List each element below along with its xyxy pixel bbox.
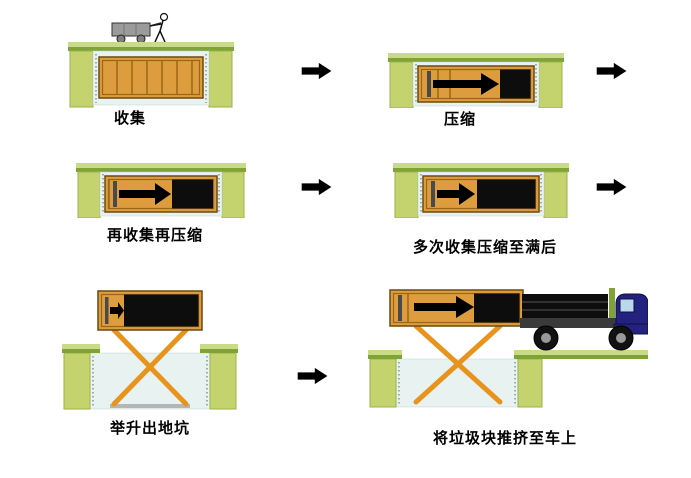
push-direction-arrow <box>456 296 474 318</box>
ground-surface <box>76 163 246 172</box>
pit-wall-left <box>63 352 91 410</box>
pusher-plate <box>398 295 402 321</box>
step-4-label: 多次收集压缩至满后 <box>412 239 557 256</box>
truck-window <box>619 298 635 313</box>
garbage-container-empty <box>98 56 204 99</box>
pit-wall-right <box>208 50 233 108</box>
pit-wall-right <box>543 171 568 218</box>
ground-surface <box>368 350 648 359</box>
step-1-collect-illustration <box>68 12 234 108</box>
garbage-container-compacting <box>104 175 218 213</box>
garbage-block-on-truck <box>522 294 608 318</box>
garbage-container-raised <box>97 290 203 331</box>
ground-surface <box>68 42 234 51</box>
garbage-container-nearly-full <box>422 175 540 213</box>
flow-arrow-1 <box>301 62 333 80</box>
pit-wall-left <box>369 358 397 408</box>
pit-wall-left <box>77 171 101 218</box>
compacted-garbage <box>500 69 531 99</box>
push-direction-arrow <box>459 183 475 205</box>
pit-wall-right <box>209 352 237 410</box>
pit-wall-right <box>538 61 563 108</box>
pit-wall-left <box>69 50 94 108</box>
step-2-compress-illustration <box>388 53 564 108</box>
push-direction-arrow <box>155 183 171 205</box>
garbage-container-unloading <box>389 289 524 327</box>
ground-surface <box>393 163 569 172</box>
ground-surface <box>388 53 564 62</box>
truck-bed <box>520 318 616 328</box>
pusher-plate <box>427 71 431 97</box>
step-1-label: 收集 <box>113 110 146 127</box>
truck <box>520 288 648 351</box>
truck-stake <box>609 288 615 318</box>
flow-arrow-2 <box>596 62 628 80</box>
push-direction-arrow <box>118 302 124 319</box>
step-5-label: 举升出地坑 <box>109 420 190 437</box>
step-5-lift-illustration <box>62 286 238 412</box>
scissor-lift <box>413 323 503 405</box>
step-2-label: 压缩 <box>443 111 476 128</box>
compacted-garbage <box>124 294 199 327</box>
step-6-label: 将垃圾块推挤至车上 <box>432 430 577 447</box>
pusher-plate <box>431 181 435 207</box>
pusher-plate <box>105 297 109 324</box>
step-3-recollect-illustration <box>76 163 246 218</box>
step-4-full-illustration <box>393 163 569 218</box>
step-3-label: 再收集再压缩 <box>106 227 203 244</box>
compacted-garbage <box>474 293 520 323</box>
pusher-plate <box>113 181 117 207</box>
scissor-lift <box>110 327 190 408</box>
flow-arrow-4 <box>596 178 628 196</box>
pit-wall-left <box>394 171 419 218</box>
flow-arrow-5 <box>297 367 329 385</box>
pit-wall-right <box>517 358 543 408</box>
step-6-load-truck-illustration <box>368 280 648 410</box>
worker-and-cart-icon <box>111 12 169 44</box>
pit-interior <box>89 352 211 410</box>
push-direction-arrow <box>481 73 499 95</box>
garbage-container-compacting <box>417 65 535 103</box>
ground-surface <box>62 344 238 353</box>
flow-arrow-3 <box>301 178 333 196</box>
pit-wall-left <box>389 61 414 108</box>
pit-wall-right <box>221 171 245 218</box>
compacted-garbage <box>172 179 213 209</box>
compacted-garbage <box>477 179 536 209</box>
